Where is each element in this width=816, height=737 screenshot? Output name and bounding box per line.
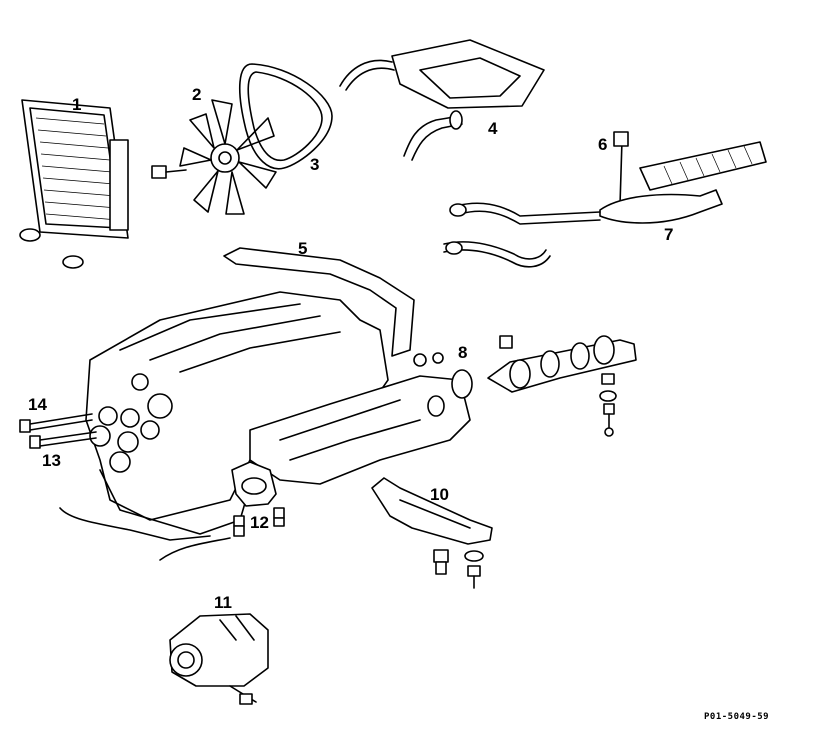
callout-2: 2: [192, 85, 202, 104]
callout-6: 6: [598, 135, 608, 154]
callout-5: 5: [298, 239, 308, 258]
callout-12: 12: [250, 513, 269, 532]
callout-3: 3: [310, 155, 320, 174]
ac-compressor-part: [169, 613, 269, 705]
driveshaft-part: [413, 335, 637, 437]
callout-13: 13: [42, 451, 61, 470]
long-bolts-part: [19, 413, 97, 449]
fan-part: [151, 99, 277, 215]
reference-code: P01-5049-59: [704, 712, 770, 722]
callout-7: 7: [664, 225, 674, 244]
callout-1: 1: [72, 95, 82, 114]
mount-bracket-part: [371, 477, 493, 589]
callout-11: 11: [214, 593, 232, 612]
callout-4: 4: [488, 119, 498, 138]
callout-14: 14: [28, 395, 47, 414]
engine-block-part: [59, 291, 389, 561]
callout-8: 8: [458, 343, 468, 362]
engine-mount-part: [231, 461, 285, 537]
air-filter-part: [339, 39, 545, 161]
belt-part: [238, 63, 333, 170]
callout-10: 10: [430, 485, 449, 504]
exhaust-system-part: [443, 131, 767, 268]
radiator-part: [19, 99, 129, 269]
gasket-part: [223, 247, 415, 357]
